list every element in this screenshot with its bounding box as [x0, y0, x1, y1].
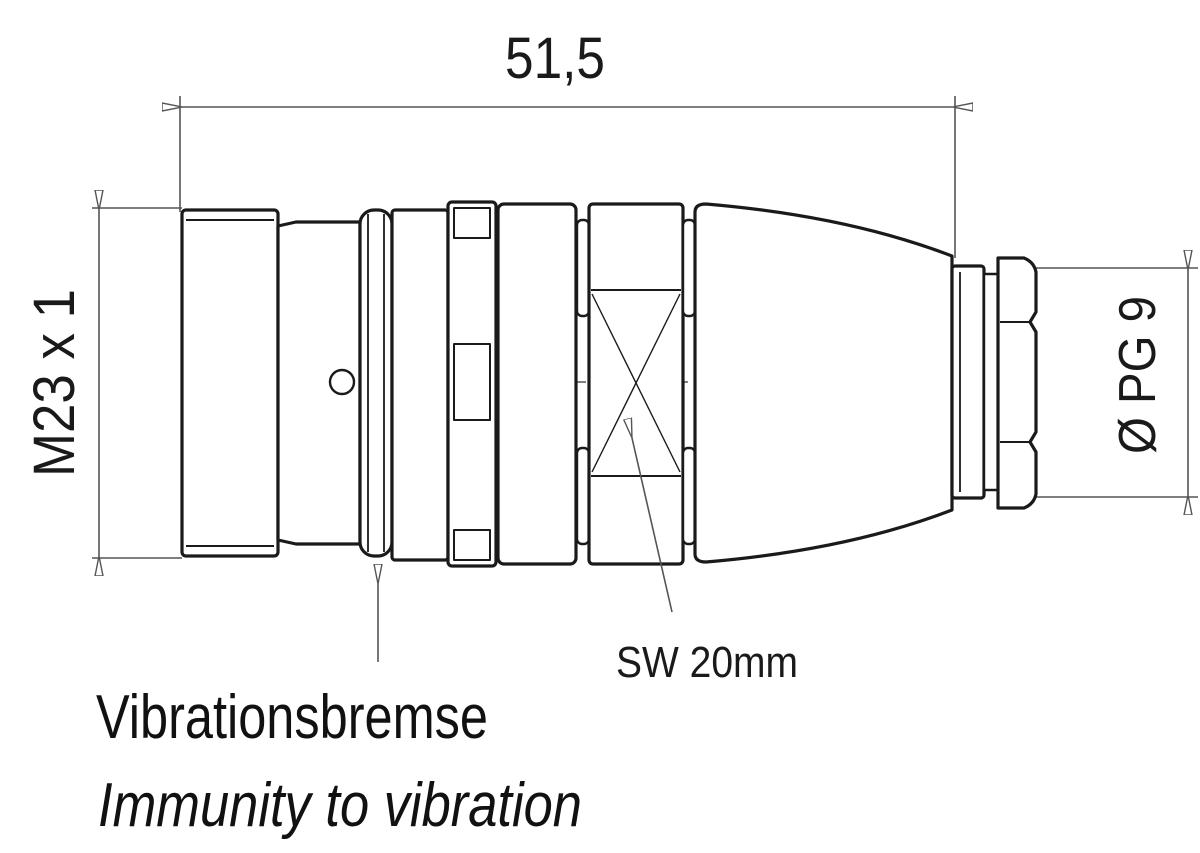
vibration-label-en: Immunity to vibration: [98, 771, 582, 840]
gland-dimension: [1030, 268, 1198, 497]
wrench-size-label: SW 20mm: [616, 638, 798, 687]
body-shell: [496, 202, 578, 566]
gland-nut: [996, 256, 1038, 510]
wrench-size-leader: [632, 438, 673, 613]
locking-hole: [328, 368, 356, 396]
groove-right-bottom: [681, 446, 697, 546]
length-dimension: [180, 96, 955, 258]
connector-body: [180, 200, 1038, 568]
coupling-nut: [446, 200, 498, 568]
groove-right-top: [681, 218, 697, 318]
groove-left-bottom: [575, 446, 591, 546]
vibration-ring: [358, 208, 394, 558]
vibration-label-de: Vibrationsbremse: [96, 683, 488, 752]
thread-dimension: [92, 208, 182, 558]
gland-dimension-text: Ø PG 9: [1109, 296, 1167, 454]
rear-housing: [693, 202, 954, 564]
thread-dimension-text: M23 x 1: [22, 289, 87, 477]
groove-left-top: [575, 218, 591, 318]
length-dimension-text: 51,5: [505, 26, 605, 91]
hex-flats: [587, 202, 685, 566]
coupling-sleeve: [390, 208, 450, 562]
cable-gland: [950, 264, 1000, 500]
threaded-front: [180, 208, 280, 558]
